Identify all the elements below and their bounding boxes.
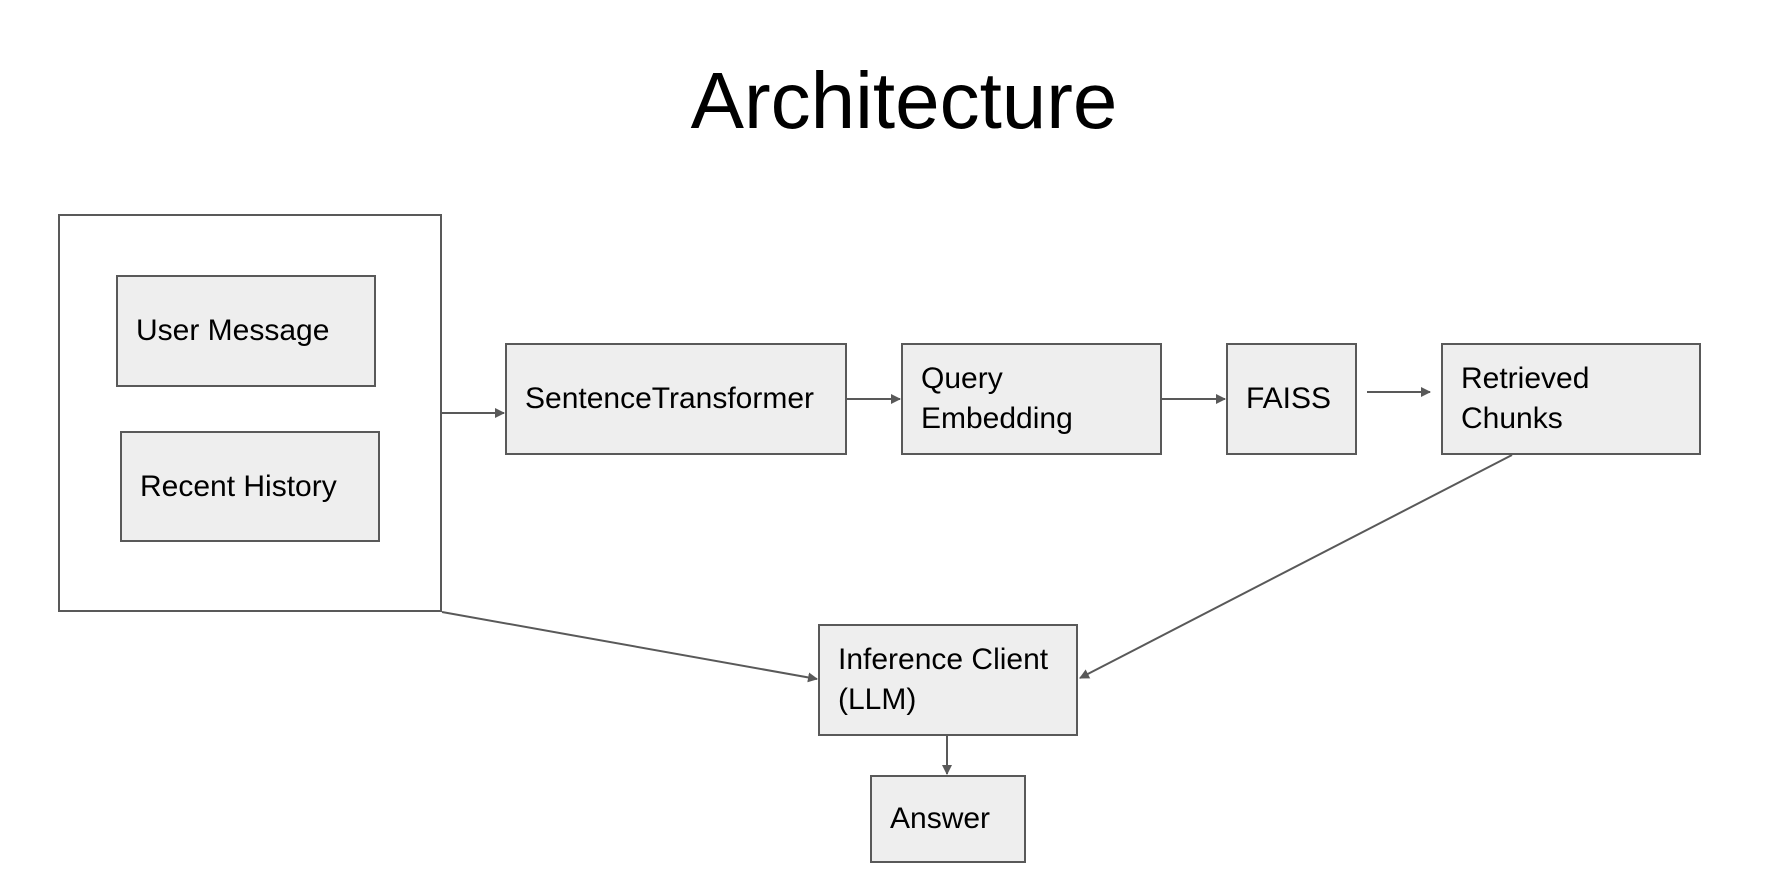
user-message-node: User Message — [116, 275, 376, 387]
recent-history-node: Recent History — [120, 431, 380, 542]
answer-node: Answer — [870, 775, 1026, 863]
input-group-container — [58, 214, 442, 612]
query-embedding-node: Query Embedding — [901, 343, 1162, 455]
faiss-node: FAISS — [1226, 343, 1357, 455]
arrow-group-to-inference-client — [441, 611, 818, 683]
retrieved-chunks-node: Retrieved Chunks — [1441, 343, 1701, 455]
diagram-title: Architecture — [690, 56, 1118, 145]
sentence-transformer-node: SentenceTransformer — [505, 343, 847, 455]
inference-client-node: Inference Client (LLM) — [818, 624, 1078, 736]
arrow-retrieved-chunks-to-inference-client — [1079, 454, 1513, 679]
